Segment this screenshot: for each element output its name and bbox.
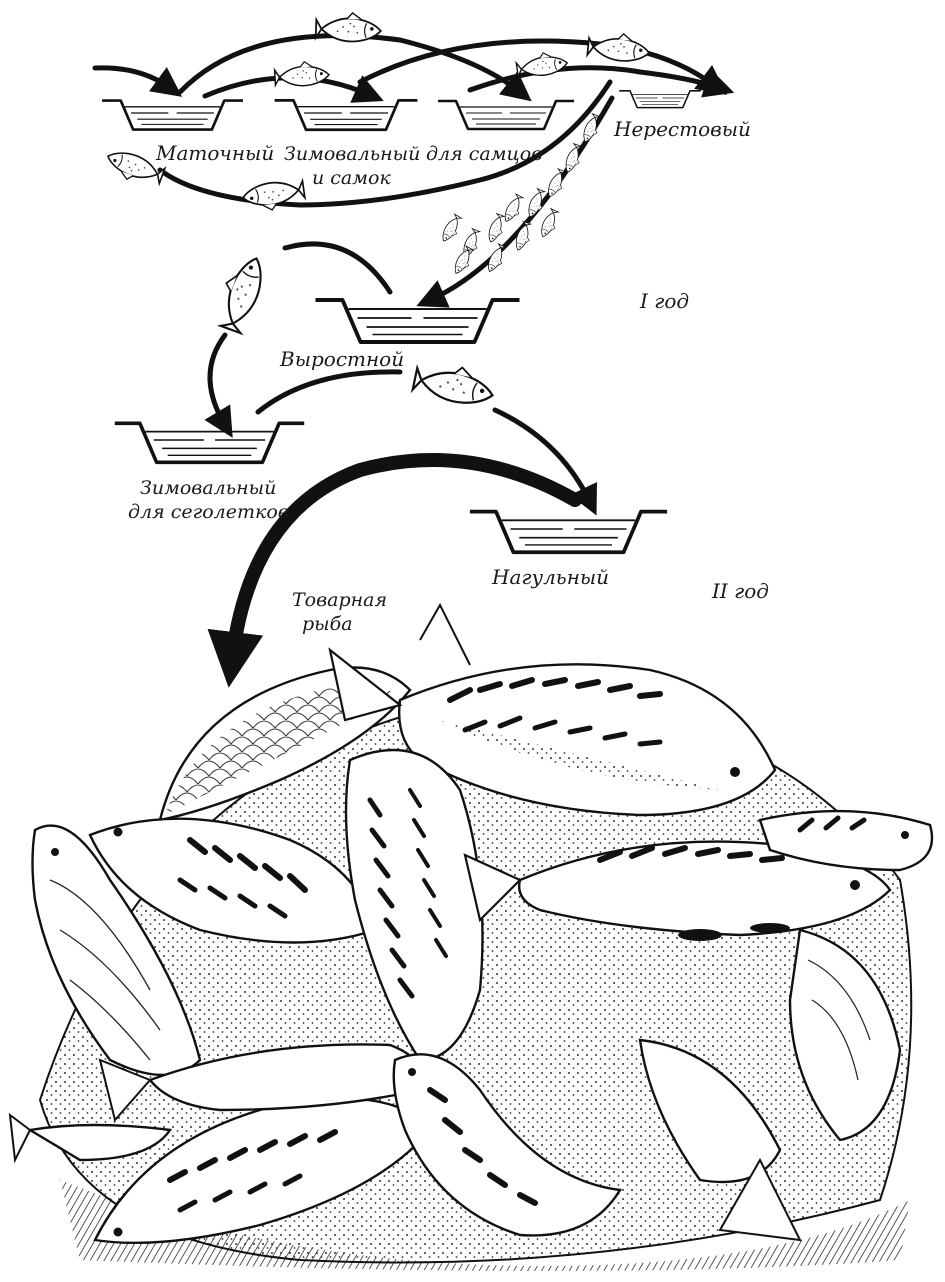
arrow-icon [470,68,720,90]
pond-icon [470,512,667,553]
year-one-label: I год [639,289,689,313]
market-fish-label-1: Товарная [292,589,387,611]
males-pond-label: для самцов [426,143,542,165]
fish-icon [242,178,306,213]
fish-icon [587,30,651,63]
fry-school [439,113,603,277]
market-fish-label-2: рыба [302,613,353,635]
pond-icon [438,101,574,129]
spawning-pond-label: Нерестовый [613,117,751,141]
arrow-icon [210,335,225,425]
arrow-icon [180,36,520,92]
market-arrow [232,460,575,660]
market-fish-pile [10,605,932,1271]
wintering-young-label-2: для сеголетков [128,501,289,523]
arrow-icon [95,68,170,88]
arrow-icon [258,372,400,412]
grow-out-pond-label: Нагульный [491,565,609,589]
fish-icon [212,252,269,334]
wintering-adults-label-2: и самок [312,167,391,189]
fish-icon [274,61,329,88]
nursery-pond-label: Выростной [279,347,404,371]
fish-icon [412,358,497,409]
pond-icon [275,100,418,129]
pond-icon [102,101,243,130]
wintering-young-label-1: Зимовальный [140,477,276,499]
pond-icon [619,91,701,108]
broodstock-pond-label: Маточный [155,141,274,165]
arrow-icon [285,244,390,292]
wintering-adults-label-1: Зимовальный [284,143,420,165]
pond-icon [115,423,304,462]
pond-icon [316,300,520,342]
year-two-label: II год [711,579,769,603]
